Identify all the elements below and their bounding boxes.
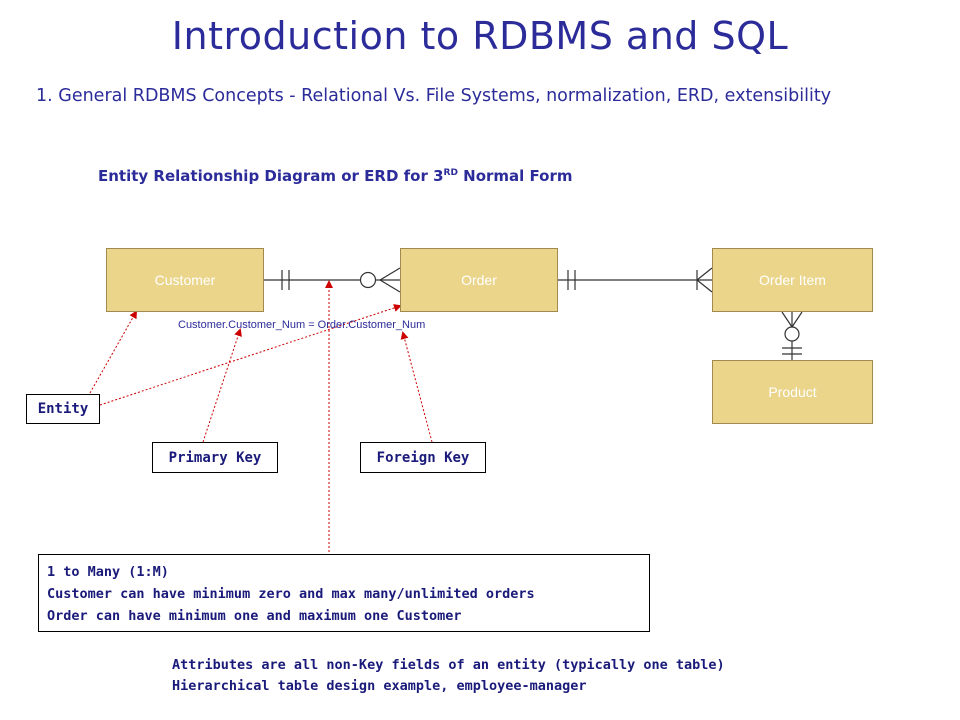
entity-product-label: Product [768, 384, 817, 400]
entity-order-item-label: Order Item [759, 272, 826, 288]
page-title: Introduction to RDBMS and SQL [171, 14, 789, 58]
relationship-note-line: 1 to Many (1:M) [47, 564, 169, 580]
relationship-note: 1 to Many (1:M) Customer can have minimu… [38, 554, 650, 632]
primary-key-arrow [202, 328, 242, 443]
foreign-key-arrow [400, 331, 433, 443]
customer-order-relationship [264, 267, 401, 293]
order-orderitem-relationship [558, 267, 713, 293]
entity-customer: Customer [106, 248, 264, 312]
entity-order-label: Order [461, 272, 497, 288]
join-condition: Customer.Customer_Num = Order.Customer_N… [178, 319, 426, 331]
entity-product: Product [712, 360, 873, 424]
callout-entity-label: Entity [37, 401, 89, 417]
callout-foreign-key: Foreign Key [360, 442, 486, 473]
annotation-arrows [89, 280, 433, 552]
footer-line: Hierarchical table design example, emplo… [172, 678, 587, 694]
callout-entity: Entity [26, 394, 100, 424]
entity-to-customer-arrow [89, 310, 137, 394]
callout-primary-key-label: Primary Key [168, 449, 262, 466]
relationship-note-line: Order can have minimum one and maximum o… [47, 608, 462, 624]
entity-order: Order [400, 248, 558, 312]
footer-line: Attributes are all non-Key fields of an … [172, 657, 725, 673]
entity-to-order-arrow [99, 304, 402, 406]
footer-notes: Attributes are all non-Key fields of an … [172, 655, 725, 697]
page-subtitle: 1. General RDBMS Concepts - Relational V… [36, 86, 832, 106]
diagram-heading-tail: Normal Form [457, 167, 573, 185]
diagram-heading-main: Entity Relationship Diagram or ERD for 3 [98, 167, 444, 185]
callout-foreign-key-label: Foreign Key [376, 449, 470, 466]
entity-order-item: Order Item [712, 248, 873, 312]
diagram-heading-superscript: RD [443, 168, 458, 178]
callout-primary-key: Primary Key [152, 442, 278, 473]
entity-customer-label: Customer [154, 272, 216, 288]
orderitem-product-relationship [781, 311, 803, 360]
relationship-note-line: Customer can have minimum zero and max m… [47, 586, 535, 602]
diagram-heading: Entity Relationship Diagram or ERD for 3… [98, 167, 573, 185]
